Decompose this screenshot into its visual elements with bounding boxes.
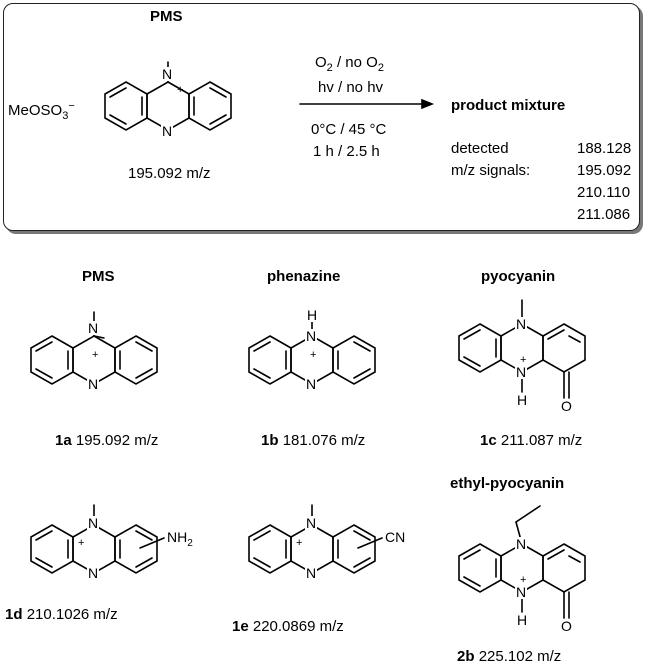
nitrile-group: CN: [384, 529, 407, 545]
compound-label-1d: 1d 210.1026 m/z: [5, 606, 118, 623]
compound-label-1a: 1a 195.092 m/z: [55, 432, 159, 449]
compound-name-1c: pyocyanin: [481, 268, 556, 285]
plus-charge: +: [78, 537, 85, 549]
reactant-plus-charge: +: [177, 84, 184, 96]
atom-n: N: [305, 565, 318, 581]
atom-n: N: [87, 320, 100, 336]
compound-label-1b: 1b 181.076 m/z: [261, 432, 366, 449]
reactant-mz: 195.092 m/z: [128, 165, 211, 182]
atom-n: N: [305, 376, 318, 392]
condition-time: 1 h / 2.5 h: [313, 143, 380, 160]
compound-name-1b: phenazine: [267, 268, 341, 285]
counterion-label: MeOSO3−: [8, 100, 75, 122]
atom-n: N: [515, 584, 528, 600]
atom-h: H: [306, 307, 319, 323]
atom-n: N: [515, 316, 528, 332]
atom-n: N: [515, 364, 528, 380]
reactant-n-top: N: [161, 66, 174, 82]
signal-value: 211.086: [577, 206, 631, 223]
structure-1b: [248, 319, 376, 385]
structure-1e: [248, 504, 383, 574]
detected-label: detected: [451, 140, 509, 157]
compound-label-2b: 2b 225.102 m/z: [457, 648, 562, 665]
signal-value: 195.092: [577, 162, 632, 179]
compound-label-1c: 1c 211.087 m/z: [480, 432, 583, 449]
plus-charge: +: [310, 349, 317, 361]
compound-label-1e: 1e 220.0869 m/z: [232, 618, 344, 635]
signal-value: 188.128: [577, 140, 632, 157]
atom-h: H: [516, 392, 529, 408]
atom-n: N: [87, 565, 100, 581]
atom-n: N: [305, 515, 318, 531]
plus-charge: +: [296, 537, 303, 549]
atom-n: N: [87, 376, 100, 392]
reaction-scheme-box: [3, 3, 640, 231]
plus-charge: +: [520, 354, 527, 366]
compound-name-2b: ethyl-pyocyanin: [450, 475, 565, 492]
condition-light: hv / no hv: [318, 79, 384, 96]
plus-charge: +: [92, 349, 99, 361]
atom-o: O: [560, 398, 573, 414]
structure-1c: [458, 299, 586, 399]
amine-group: NH2: [166, 529, 194, 551]
product-mixture-title: product mixture: [451, 97, 566, 114]
mz-signals-label: m/z signals:: [451, 162, 531, 179]
reactant-n-bottom: N: [161, 123, 174, 139]
atom-n: N: [515, 536, 528, 552]
atom-n: N: [305, 328, 318, 344]
scheme-title: PMS: [150, 8, 183, 25]
structure-2b: [458, 505, 586, 619]
plus-charge: +: [520, 574, 527, 586]
condition-oxygen: O2 / no O2: [315, 54, 384, 74]
compound-name-1a: PMS: [82, 268, 115, 285]
atom-o: O: [560, 618, 573, 634]
signal-value: 210.110: [577, 184, 631, 201]
atom-n: N: [87, 515, 100, 531]
atom-h: H: [516, 612, 529, 628]
condition-temperature: 0°C / 45 °C: [311, 121, 387, 138]
reaction-arrow: [299, 98, 435, 110]
